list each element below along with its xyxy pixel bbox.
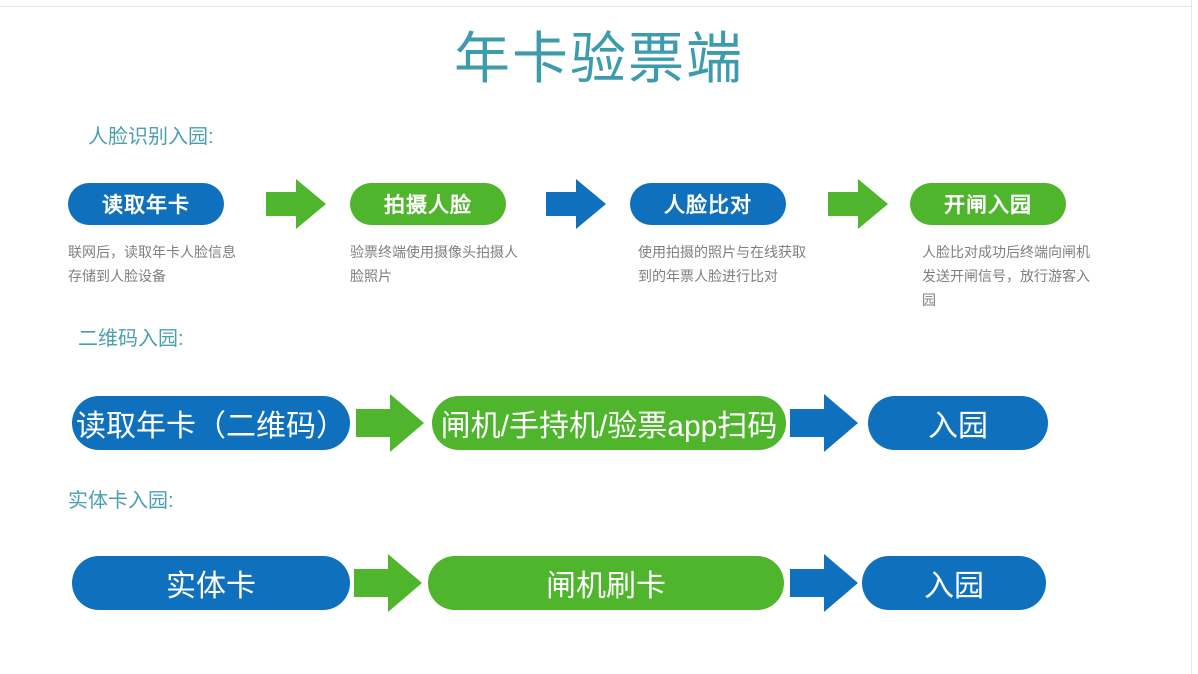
section-label-physical-card: 实体卡入园:: [68, 490, 174, 512]
slide-top-border: [0, 0, 1198, 7]
step-description-read-annual-card: 联网后，读取年卡人脸信息存储到人脸设备: [68, 244, 236, 284]
arrow-green-card-step1-to-step2: [354, 552, 422, 614]
step-description-face-compare: 使用拍摄的照片与在线获取到的年票人脸进行比对: [638, 244, 806, 284]
arrow-blue-qr-step2-to-step3: [790, 392, 858, 454]
step-pill-gate-swipe-card[interactable]: 闸机刷卡: [428, 556, 784, 610]
step-description-open-gate-enter: 人脸比对成功后终端向闸机发送开闸信号，放行游客入园: [922, 244, 1090, 308]
step-pill-read-annual-card[interactable]: 读取年卡: [68, 183, 224, 225]
arrow-blue-card-step2-to-step3: [790, 552, 858, 614]
step-pill-physical-card[interactable]: 实体卡: [72, 556, 350, 610]
slide-right-border: [1191, 0, 1198, 674]
section-label-face-recognition: 人脸识别入园:: [88, 126, 214, 148]
arrow-blue-step2-to-step3: [546, 177, 606, 231]
step-pill-open-gate-enter[interactable]: 开闸入园: [910, 183, 1066, 225]
step-pill-face-compare[interactable]: 人脸比对: [630, 183, 786, 225]
step-pill-enter-park-card[interactable]: 入园: [862, 556, 1046, 610]
step-pill-capture-face[interactable]: 拍摄人脸: [350, 183, 506, 225]
page-title: 年卡验票端: [454, 27, 744, 90]
arrow-green-step1-to-step2: [266, 177, 326, 231]
arrow-green-step3-to-step4: [828, 177, 888, 231]
arrow-green-qr-step1-to-step2: [356, 392, 424, 454]
step-pill-read-annual-card-qr[interactable]: 读取年卡（二维码）: [72, 396, 350, 450]
step-description-capture-face: 验票终端使用摄像头拍摄人脸照片: [350, 244, 518, 284]
step-pill-gate-handheld-app-scan[interactable]: 闸机/手持机/验票app扫码: [432, 396, 786, 450]
section-label-qr-code: 二维码入园:: [78, 328, 184, 350]
step-pill-enter-park-qr[interactable]: 入园: [868, 396, 1048, 450]
